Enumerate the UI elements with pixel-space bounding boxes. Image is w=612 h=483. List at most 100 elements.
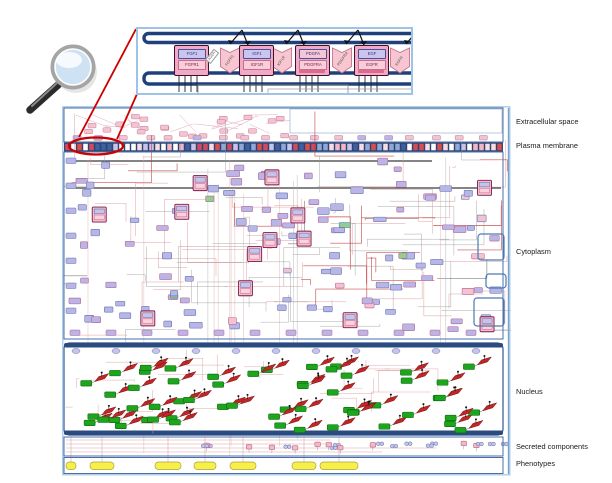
rna-node: [239, 395, 256, 405]
membrane-protein-cell: [244, 143, 251, 151]
secreted-protein: [268, 444, 275, 450]
membrane-protein-cell: [304, 143, 311, 151]
gene-rna-pair: [468, 400, 498, 416]
free-receptor-egfr: EGFR: [390, 47, 410, 74]
modification-dot: [367, 400, 370, 403]
gene-rna-pair: [400, 360, 430, 376]
label-secreted-components: Secreted components: [516, 442, 588, 451]
modification-dot: [193, 389, 196, 392]
rna-node: [178, 358, 194, 368]
secreted-protein: [460, 440, 467, 446]
pathway-edge: [390, 265, 424, 270]
pathway-edge: [274, 205, 299, 236]
membrane-protein-cell: [82, 143, 89, 151]
gene-node: [326, 424, 339, 431]
modification-dot: [100, 371, 103, 374]
membrane-protein-cell: [298, 143, 305, 151]
protein-node: [277, 212, 289, 219]
gene-node: [83, 419, 96, 426]
gene-rna-pair: [167, 369, 197, 385]
complex-member: [344, 320, 356, 326]
map-outer-border: [62, 106, 511, 476]
protein-node: [321, 268, 333, 275]
membrane-protein-cell: [286, 143, 293, 151]
modification-dot: [326, 355, 329, 358]
arrowhead: [344, 40, 350, 44]
ligand-link: [179, 114, 197, 133]
gene-rna-pair: [212, 372, 242, 388]
rna-node: [319, 356, 336, 366]
gene-rna-pair: [139, 356, 169, 372]
ligand-node: [289, 135, 298, 141]
pathway-edge: [320, 216, 351, 270]
modification-dot: [124, 382, 127, 385]
complex-member: [481, 324, 493, 330]
gene-node: [444, 420, 456, 427]
protein-node: [283, 267, 292, 274]
gene-node: [340, 372, 353, 379]
magnifier-handle-highlight: [31, 82, 58, 107]
rna-node: [162, 396, 178, 406]
protein-node: [65, 282, 77, 289]
pathway-edge: [248, 277, 302, 308]
complex-member: [249, 248, 260, 254]
protein-node: [430, 259, 444, 266]
ligand-node: [115, 121, 125, 127]
pathway-edge: [417, 261, 452, 308]
tf-glyph: [231, 348, 241, 354]
protein-node: [80, 277, 89, 284]
membrane-protein-cell: [328, 143, 335, 151]
membrane-protein-cell: [172, 143, 179, 151]
pathway-edge: [347, 265, 394, 315]
ligand-node: [248, 128, 257, 134]
pathway-edge: [158, 251, 188, 268]
receptor-label: FGFR1: [178, 59, 206, 70]
rna-node: [340, 382, 356, 392]
secreted-dimer: [283, 444, 288, 449]
modification-dot: [389, 393, 392, 396]
gene-rna-pair: [268, 404, 298, 420]
modification-dot: [347, 380, 350, 383]
ligand-node: [243, 114, 253, 120]
protein-node: [489, 235, 500, 242]
modification-dot: [281, 358, 284, 361]
rna-node: [339, 359, 355, 369]
membrane-protein-cell: [124, 143, 131, 151]
cytoplasm-border: [63, 151, 504, 340]
protein-node: [385, 308, 396, 315]
membrane-protein-cell: [472, 143, 479, 151]
modification-dot: [488, 400, 491, 403]
ligand-node: [275, 116, 285, 122]
rna-node: [293, 399, 309, 409]
membrane-protein-cell: [142, 143, 149, 151]
gene-node: [226, 402, 238, 409]
phenotype-pill: [319, 461, 359, 470]
protein-node: [119, 312, 132, 319]
protein-node: [65, 257, 77, 264]
modification-dot: [129, 361, 132, 364]
extracellular-border: [63, 107, 504, 143]
modification-dot: [315, 397, 318, 400]
ligand-node: [334, 135, 343, 141]
ligand-node: [160, 124, 169, 130]
ligand-node: [163, 135, 173, 141]
arrowhead: [360, 41, 367, 45]
complex-member: [344, 314, 356, 320]
pathway-edge: [461, 142, 481, 161]
gene-node: [463, 363, 475, 370]
complex-node: [264, 169, 280, 186]
pathway-edge: [303, 265, 367, 284]
gene-node: [400, 369, 412, 376]
complex-member: [176, 212, 187, 218]
pathway-edge: [281, 231, 288, 237]
complex-member: [266, 177, 278, 183]
phenotype-pill: [154, 461, 182, 470]
protein-node: [86, 181, 95, 189]
complex-member: [479, 188, 490, 194]
rna-node: [94, 373, 110, 383]
pathway-edge: [452, 165, 456, 168]
ligand-node: [84, 129, 93, 135]
modification-dot: [184, 356, 187, 359]
gene-node: [108, 416, 121, 423]
rna-node: [476, 356, 493, 366]
